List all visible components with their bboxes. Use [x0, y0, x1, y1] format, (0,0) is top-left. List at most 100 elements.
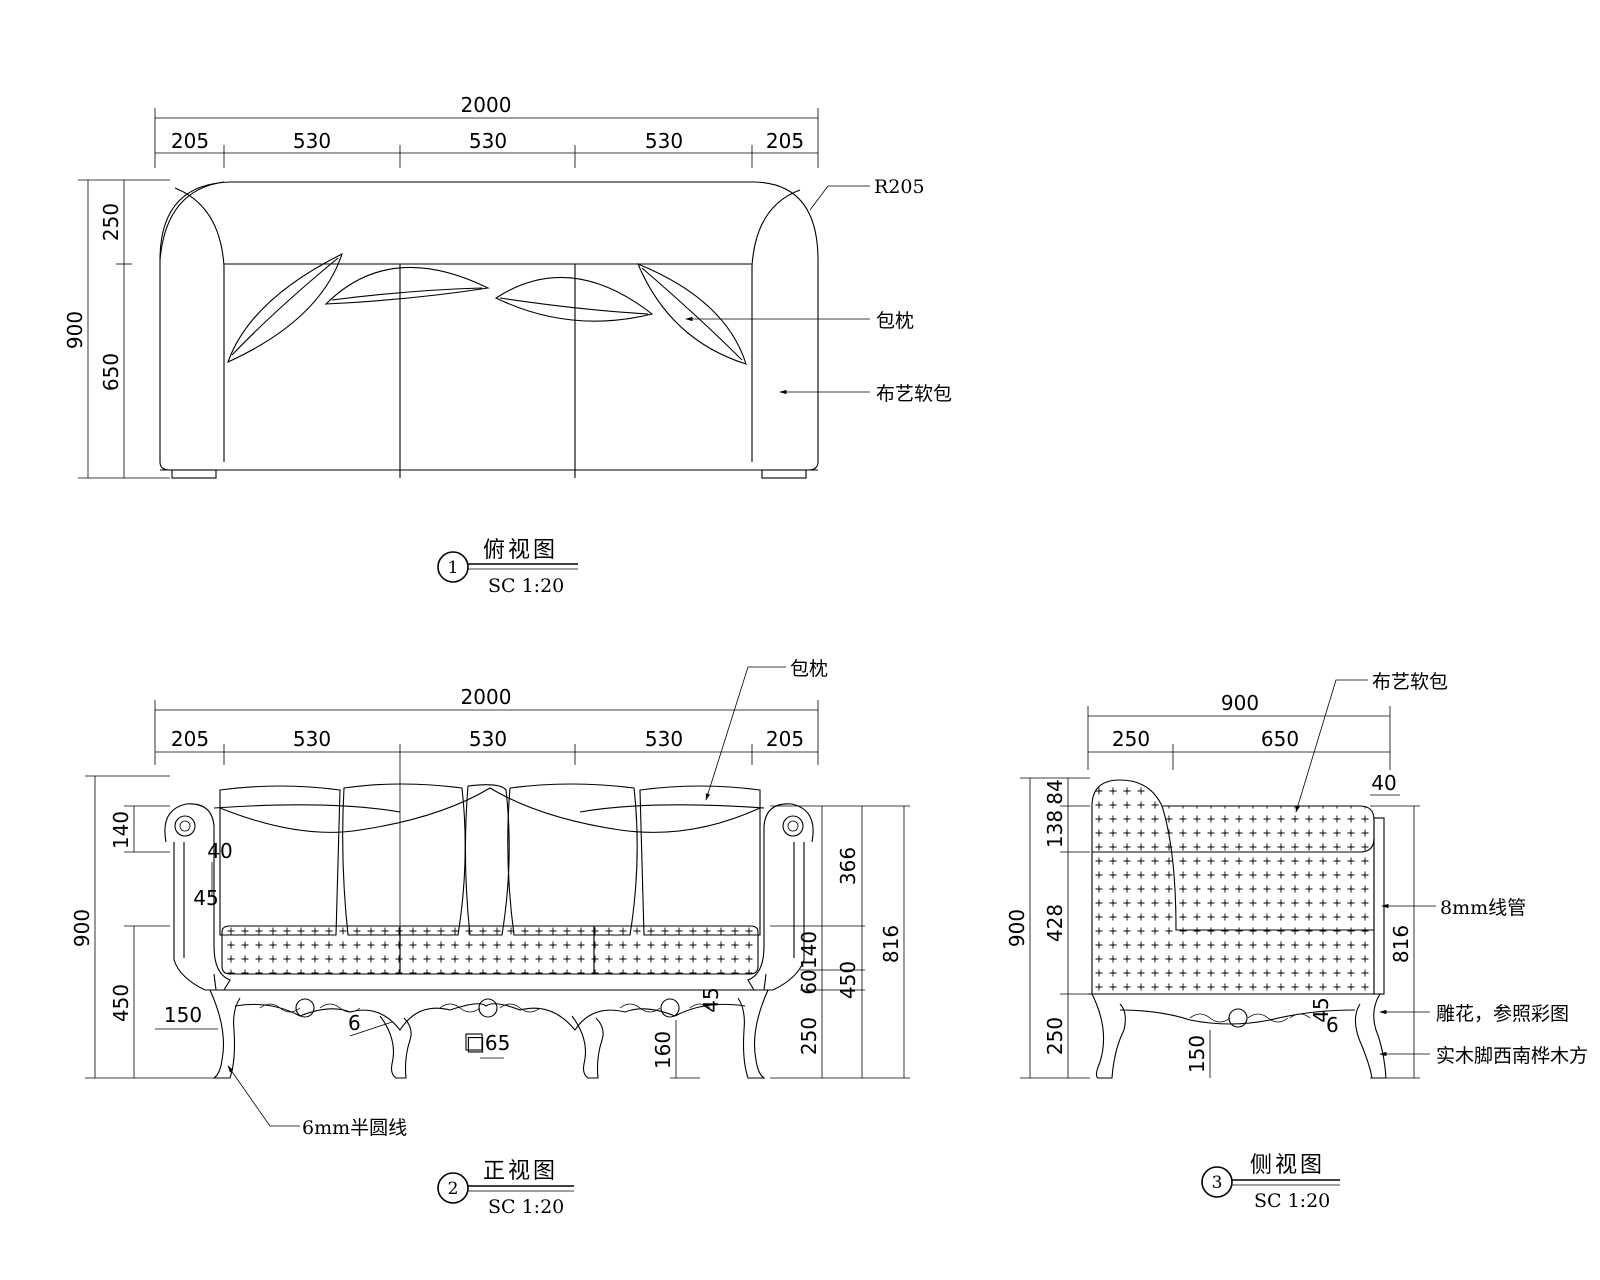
top-sofa-outline: [159, 181, 819, 479]
top-dim-height-upper: 250: [99, 203, 123, 241]
front-seat-cushion-1: [221, 925, 401, 975]
front-back-pillow-2: [342, 783, 466, 936]
side-dim-top-40: 40: [1371, 771, 1396, 795]
front-dim-leg-6: 6: [348, 1011, 361, 1035]
front-dim-seg-5: 205: [766, 727, 804, 751]
top-view-number: 1: [448, 558, 459, 578]
front-dim-left-total: 900: [70, 909, 94, 947]
side-dim-seg-250: 250: [1112, 727, 1150, 751]
top-pillow-2: [324, 266, 490, 305]
front-view-number: 2: [448, 1179, 459, 1199]
top-dim-height-lower: 650: [99, 353, 123, 391]
front-dim-arm-150: 150: [164, 1003, 202, 1027]
side-leg-back: [1354, 993, 1387, 1079]
front-view-scale: SC 1:20: [488, 1196, 564, 1218]
front-view: 2000 205 530 530 530 205 900 140 450 150…: [70, 658, 910, 1218]
front-leg-mid-left: [379, 1015, 412, 1079]
front-back-pillow-4: [507, 783, 638, 936]
front-leg-left: [209, 989, 241, 1079]
top-callout-fabric: 布艺软包: [876, 383, 952, 405]
top-dim-seg-1: 205: [171, 129, 209, 153]
front-dim-left: 900 140 450 150 40 45: [70, 775, 233, 1079]
front-dim-r-60: 60: [797, 969, 821, 994]
top-pillow-3: [494, 276, 654, 322]
front-dim-horizontal: 2000 205 530 530 530 205: [154, 685, 819, 925]
front-dim-seg-2: 530: [293, 727, 331, 751]
side-dim-left-84: 84: [1043, 779, 1067, 804]
side-callout-fabric: 布艺软包: [1372, 671, 1448, 693]
top-dim-seg-3: 530: [469, 129, 507, 153]
side-sofa-body: 150 45 6: [1088, 779, 1387, 1079]
top-dim-height-total: 900: [63, 311, 87, 349]
front-dim-leg-160: 160: [651, 1031, 675, 1069]
side-dim-right: 816: [1370, 805, 1420, 1079]
side-dim-left-900: 900: [1005, 909, 1029, 947]
front-view-name: 正视图: [483, 1159, 558, 1184]
side-dim-left: 900 84 138 428 250: [1005, 777, 1090, 1079]
top-callouts: R205 包枕 布艺软包: [685, 176, 952, 405]
top-view-name: 俯视图: [483, 538, 558, 563]
side-upholstery: [1091, 779, 1375, 995]
front-leg-mid-right: [571, 1015, 604, 1079]
front-dim-right: 366 140 60 450 250 816 160 45: [651, 805, 910, 1079]
front-back-pillow-5: [639, 785, 761, 936]
front-dim-arm-45: 45: [193, 886, 218, 910]
side-leg-front: [1091, 993, 1126, 1079]
top-dim-seg-2: 530: [293, 129, 331, 153]
front-dim-r-250: 250: [797, 1017, 821, 1055]
front-back-pillow-3: [464, 784, 510, 936]
top-view: 2000 205 530 530 530 205 900 250 650: [63, 93, 952, 597]
front-dim-seg-1: 205: [171, 727, 209, 751]
front-dim-left-upper: 140: [109, 811, 133, 849]
top-pillows: [227, 252, 747, 365]
top-pillow-1: [227, 252, 343, 364]
side-dim-leg-150: 150: [1185, 1035, 1209, 1073]
front-back-pillow-1: [219, 785, 341, 936]
top-view-scale: SC 1:20: [488, 575, 564, 597]
side-view-scale: SC 1:20: [1254, 1190, 1330, 1212]
front-callouts: 包枕 6mm半圆线: [227, 658, 828, 1139]
front-dim-leg-45: 45: [699, 987, 723, 1012]
side-callout-leg: 实木脚西南桦木方: [1436, 1045, 1588, 1067]
top-dim-overall: 2000: [461, 93, 512, 117]
front-seat-cushion-3: [593, 925, 759, 975]
front-dim-seg-4: 530: [645, 727, 683, 751]
side-callout-carving: 雕花，参照彩图: [1436, 1003, 1569, 1025]
front-seat-cushion-2: [399, 925, 595, 975]
side-dim-seg-650: 650: [1261, 727, 1299, 751]
side-callouts: 布艺软包 8mm线管 雕花，参照彩图 实木脚西南桦木方: [1295, 671, 1588, 1067]
side-dim-left-428: 428: [1043, 904, 1067, 942]
side-dim-left-138: 138: [1043, 810, 1067, 848]
front-apron: [234, 1003, 746, 1031]
front-dim-left-lower: 450: [109, 984, 133, 1022]
front-leg-right: [737, 989, 769, 1079]
side-callout-piping: 8mm线管: [1440, 897, 1526, 919]
front-callout-cushion: 包枕: [790, 658, 828, 680]
top-dim-seg-4: 530: [645, 129, 683, 153]
side-dim-r-816: 816: [1389, 925, 1413, 963]
side-view: 900 250 650 40 900 84 138 428 250 816: [1005, 671, 1588, 1212]
side-view-title: 3 侧视图 SC 1:20: [1201, 1153, 1340, 1212]
side-apron: [1119, 1009, 1356, 1025]
front-dim-r-140: 140: [797, 931, 821, 969]
front-sofa-body: □65 6: [164, 783, 814, 1079]
front-dim-r-366: 366: [836, 847, 860, 885]
side-view-number: 3: [1212, 1173, 1223, 1193]
front-dim-r-816: 816: [879, 925, 903, 963]
front-dim-leg-65: □65: [466, 1031, 510, 1055]
top-callout-cushion: 包枕: [876, 310, 914, 332]
side-dim-leg-6: 6: [1326, 1013, 1339, 1037]
top-dim-horizontal: 2000 205 530 530 530 205: [154, 93, 819, 168]
side-view-name: 侧视图: [1250, 1153, 1325, 1178]
side-dim-horizontal: 900 250 650 40: [1087, 691, 1400, 796]
side-dim-left-250: 250: [1043, 1017, 1067, 1055]
front-view-title: 2 正视图 SC 1:20: [437, 1159, 574, 1218]
top-view-title: 1 俯视图 SC 1:20: [437, 538, 578, 597]
top-dim-seg-5: 205: [766, 129, 804, 153]
side-dim-leg-45: 45: [1309, 997, 1333, 1022]
front-dim-seg-3: 530: [469, 727, 507, 751]
front-dim-r-450: 450: [836, 961, 860, 999]
front-dim-overall: 2000: [461, 685, 512, 709]
top-callout-radius: R205: [874, 176, 925, 198]
